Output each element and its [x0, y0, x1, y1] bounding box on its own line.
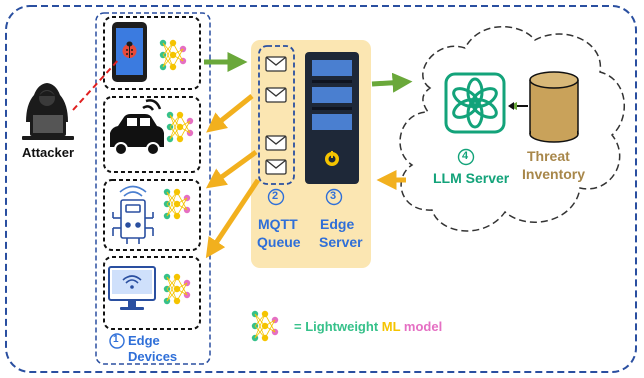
step-number-4: 4 [462, 150, 469, 162]
step-number-3: 3 [330, 190, 337, 202]
legend-part1: Lightweight [305, 319, 382, 334]
step-circle-1 [109, 333, 125, 349]
arrow-queue-to-car [206, 94, 254, 133]
device-box-iot [103, 179, 201, 251]
legend-part3: model [400, 319, 443, 334]
threat-inventory-label-line2: Inventory [522, 166, 586, 182]
cloud-shape [399, 26, 625, 232]
step-circle-4 [457, 148, 475, 166]
llm-server-label: LLM Server [433, 170, 510, 186]
openai-logo-icon [444, 72, 506, 134]
edge-server-label-line1: Edge [320, 216, 355, 232]
legend-ml-icon [251, 310, 279, 342]
database-icon [529, 71, 579, 143]
mqtt-label-line2: Queue [257, 234, 301, 250]
attacker-label: Attacker [22, 145, 75, 160]
message-envelope-icon [265, 56, 287, 72]
monitor-icon [108, 266, 156, 310]
edge-server-label-line2: Server [319, 234, 363, 250]
step-number-2: 2 [272, 190, 279, 202]
connected-car-icon [110, 99, 164, 156]
outer-frame [5, 5, 637, 373]
message-envelope-icon [265, 135, 287, 151]
step-circle-2 [267, 188, 285, 206]
legend-text: = Lightweight ML model [294, 319, 442, 334]
edge-devices-label-line2: Devices [128, 349, 178, 364]
step-circle-3 [325, 188, 343, 206]
edge-devices-label-line1: Edge [128, 333, 160, 348]
arrow-queue-to-iot [205, 149, 258, 189]
message-envelope-icon [265, 159, 287, 175]
attack-link [72, 57, 121, 111]
smartphone-icon [112, 22, 147, 82]
legend-equals: = [294, 319, 302, 334]
step-number-1: 1 [113, 334, 119, 345]
edge-server-icon [305, 52, 359, 184]
message-envelope-icon [265, 87, 287, 103]
mqtt-queue-box [258, 45, 295, 185]
hacker-icon [22, 83, 74, 140]
arrow-server-to-llm [371, 72, 413, 93]
legend-part2: ML [381, 319, 401, 334]
mqtt-label-line1: MQTT [258, 216, 298, 232]
threat-inventory-label-line1: Threat [527, 148, 570, 164]
iot-device-icon [112, 185, 154, 244]
arrow-queue-to-monitor [205, 178, 261, 259]
